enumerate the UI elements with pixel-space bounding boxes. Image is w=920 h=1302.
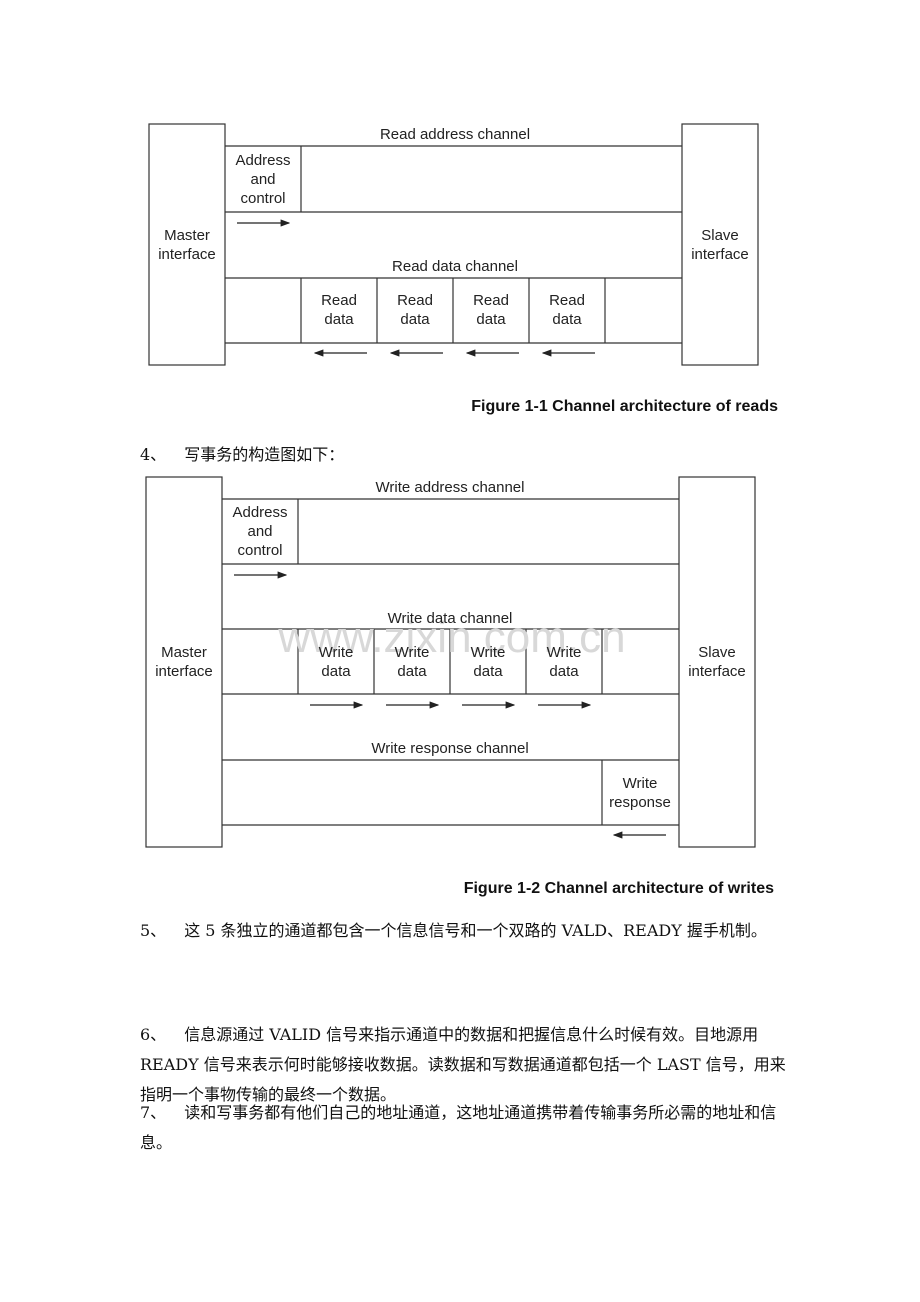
read-data-channel-label: Read data channel (392, 258, 518, 275)
read-address-channel-label: Read address channel (380, 126, 530, 143)
write-data-cell-label: data (397, 663, 427, 680)
write-data-cell-label: data (473, 663, 503, 680)
write-data-cell-label: Write (395, 644, 430, 661)
master-interface-box (148, 123, 226, 366)
write-data-channel-label: Write data channel (388, 610, 513, 627)
write-data-cell-label: data (321, 663, 351, 680)
master-label-line2: interface (155, 663, 213, 680)
write-address-channel-label: Write address channel (376, 479, 525, 496)
item-4-text: 写事务的构造图如下： (184, 445, 345, 464)
slave-interface-box (681, 123, 759, 366)
item-5-number: 5、 (140, 921, 167, 940)
read-data-cell-label: Read (473, 292, 509, 309)
slave-label-line2: interface (688, 663, 746, 680)
write-data-cell-label: Write (547, 644, 582, 661)
item-5: 5、这 5 条独立的通道都包含一个信息信号和一个双路的 VALD、READY 握… (140, 916, 790, 946)
write-data-cell-label: Write (471, 644, 506, 661)
write-response-channel-label: Write response channel (371, 740, 528, 757)
item-7-number: 7、 (140, 1103, 167, 1122)
master-label-line2: interface (158, 246, 216, 263)
slave-label-line2: interface (691, 246, 749, 263)
read-data-cell-label: data (476, 311, 506, 328)
item-7: 7、读和写事务都有他们自己的地址通道，这地址通道携带着传输事务所必需的地址和信息… (140, 1098, 790, 1158)
watermark: www.zixin.com.cn (277, 613, 625, 662)
figure-1-2-caption: Figure 1-2 Channel architecture of write… (463, 880, 774, 897)
item-6: 6、信息源通过 VALID 信号来指示通道中的数据和把握信息什么时候有效。目地源… (140, 1020, 790, 1110)
address-control-line1: Address (235, 152, 290, 169)
item-4: 4、写事务的构造图如下： (140, 440, 790, 470)
read-data-cell-label: data (400, 311, 430, 328)
write-response-line2: response (609, 794, 671, 811)
slave-label-line1: Slave (698, 644, 736, 661)
figure-1-1-caption: Figure 1-1 Channel architecture of reads (471, 398, 778, 415)
slave-interface-box (678, 476, 756, 848)
address-control-line2: and (250, 171, 275, 188)
master-interface-box (145, 476, 223, 848)
write-response-line1: Write (623, 775, 658, 792)
item-6-text: 信息源通过 VALID 信号来指示通道中的数据和把握信息什么时候有效。目地源用 … (140, 1025, 786, 1104)
item-6-number: 6、 (140, 1025, 167, 1044)
master-label-line1: Master (161, 644, 207, 661)
address-control-line3: control (237, 542, 282, 559)
write-data-cell-label: data (549, 663, 579, 680)
item-5-text: 这 5 条独立的通道都包含一个信息信号和一个双路的 VALD、READY 握手机… (184, 921, 767, 940)
address-control-line3: control (240, 190, 285, 207)
write-channel-diagram: www.zixin.com.cn Master interface Slave … (0, 470, 920, 860)
read-data-cell-label: Read (321, 292, 357, 309)
read-data-cell-label: data (552, 311, 582, 328)
write-data-cell-label: Write (319, 644, 354, 661)
read-channel-diagram: Master interface Slave interface Read ad… (0, 0, 920, 420)
read-data-cell-label: Read (397, 292, 433, 309)
master-label-line1: Master (164, 227, 210, 244)
slave-label-line1: Slave (701, 227, 739, 244)
address-control-line2: and (247, 523, 272, 540)
read-data-cell-label: data (324, 311, 354, 328)
item-4-number: 4、 (140, 445, 167, 464)
read-data-cell-label: Read (549, 292, 585, 309)
address-control-line1: Address (232, 504, 287, 521)
item-7-text: 读和写事务都有他们自己的地址通道，这地址通道携带着传输事务所必需的地址和信息。 (140, 1103, 777, 1152)
